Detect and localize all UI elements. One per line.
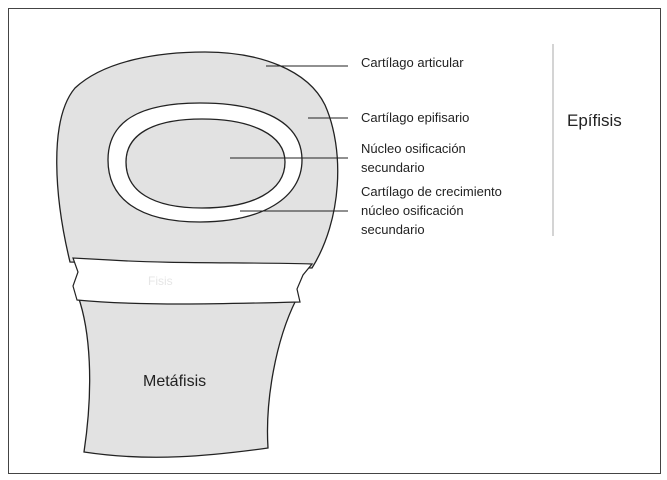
label-growth-line2: núcleo osificación	[361, 203, 464, 218]
label-growth-line3: secundario	[361, 222, 425, 237]
label-nucleus-line1: Núcleo osificación	[361, 141, 466, 156]
label-epiphysis: Epífisis	[567, 111, 622, 130]
label-epiphyseal-cartilage: Cartílago epifisario	[361, 110, 469, 125]
physis-plate	[73, 258, 312, 304]
label-nucleus-line2: secundario	[361, 160, 425, 175]
label-articular-cartilage: Cartílago articular	[361, 55, 464, 70]
label-growth-line1: Cartílago de crecimiento	[361, 184, 502, 199]
label-metaphysis: Metáfisis	[143, 373, 206, 390]
secondary-ossification-nucleus	[126, 119, 285, 208]
label-physis: Fisis	[148, 274, 173, 288]
